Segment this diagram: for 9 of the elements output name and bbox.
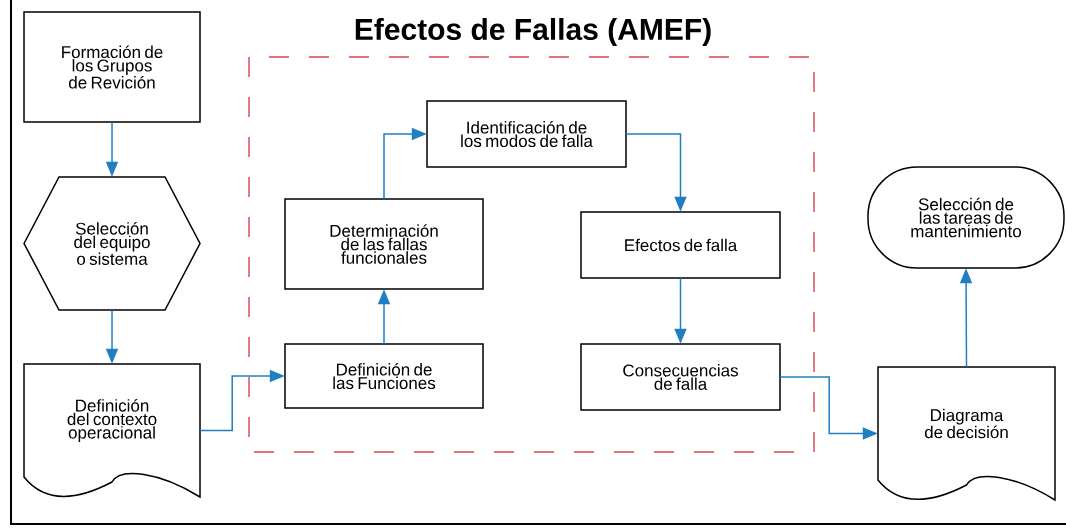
process-box: Determinación de las fallas funcionales xyxy=(284,198,484,290)
preparation-hexagon: Selección del equipo o sistema xyxy=(23,176,201,311)
dashed-frame xyxy=(248,56,815,453)
process-box: Consecuencias de falla xyxy=(580,343,781,411)
title: Efectos de Fallas (AMEF) xyxy=(355,18,711,46)
process-box: Formación de los Grupos de Revición xyxy=(23,11,201,123)
process-box: Identificación de los modos de falla xyxy=(426,100,627,168)
process-box: Efectos de falla xyxy=(580,211,781,279)
process-box: Definición de las Funciones xyxy=(284,343,484,409)
